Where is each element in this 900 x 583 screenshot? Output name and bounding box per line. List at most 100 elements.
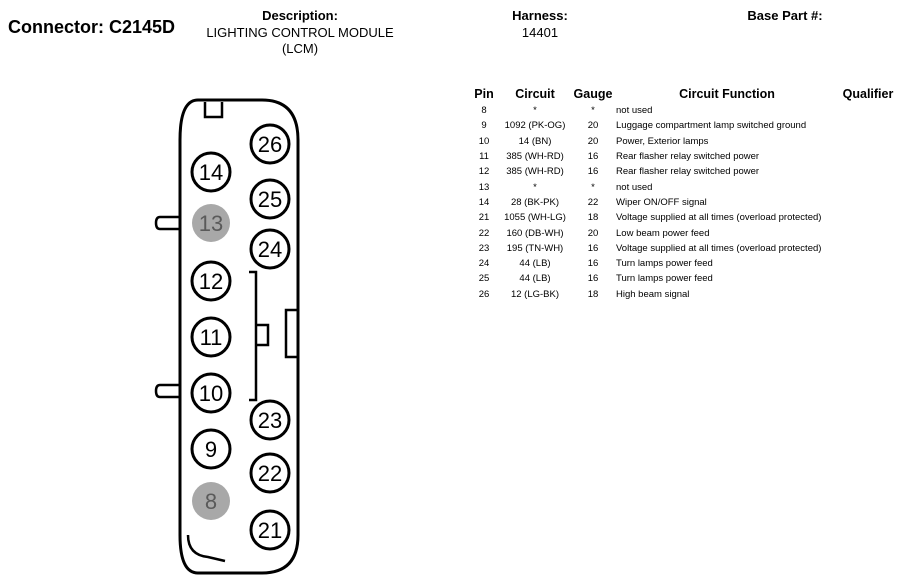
pin-cavity [190, 316, 232, 358]
column-header-circuit: Circuit [515, 87, 555, 101]
pin-cell: 11 [479, 151, 489, 163]
pinout-table: Pin Circuit Gauge Circuit Function Quali… [468, 85, 898, 302]
function-cell: not used [616, 105, 653, 117]
pin-number-label: 14 [199, 160, 223, 185]
function-cell: Turn lamps power feed [616, 273, 713, 285]
left-tab-upper [154, 215, 180, 231]
pin-number-label: 11 [200, 325, 223, 350]
function-cell: Rear flasher relay switched power [616, 151, 760, 163]
qualifier-cell [838, 256, 898, 271]
pin-cell: 12 [478, 166, 490, 178]
function-cell: Power, Exterior lamps [616, 135, 709, 147]
description-value-line2: (LCM) [281, 41, 319, 56]
pin-cavity [192, 204, 230, 242]
right-latch-rail [284, 308, 298, 359]
circuit-cell: 385 (WH-RD) [506, 166, 564, 178]
connector-pin-12: 12 [190, 260, 232, 302]
circuit-cell: 44 (LB) [519, 258, 551, 270]
center-latch-clip [256, 323, 270, 347]
qualifier-cell [838, 271, 898, 286]
connector-pin-14: 14 [190, 151, 232, 193]
pin-cavity [249, 123, 291, 165]
connector-pin-11: 11 [190, 316, 232, 358]
qualifier-cell [838, 195, 898, 210]
pin-number-label: 22 [258, 461, 282, 486]
connector-housing [178, 98, 300, 575]
pin-number-label: 10 [199, 381, 223, 406]
circuit-cell: 1055 (WH-LG) [504, 212, 566, 224]
base-part-label: Base Part #: [747, 8, 823, 23]
gauge-cell: 20 [587, 120, 599, 132]
column-header-gauge: Gauge [573, 87, 613, 101]
pin-cell: 21 [478, 212, 490, 224]
bottom-key [186, 534, 226, 563]
connector-pin-25: 25 [249, 178, 291, 220]
pin-cell: 25 [478, 273, 490, 285]
pin-number-label: 25 [258, 187, 282, 212]
connector-pin-13: 13 [192, 204, 230, 242]
qualifier-cell [838, 134, 898, 149]
qualifier-cell [838, 179, 898, 194]
pin-cell: 14 [478, 196, 490, 208]
center-latch-bracket [249, 270, 258, 402]
gauge-cell: 16 [587, 151, 599, 163]
circuit-cell: 160 (DB-WH) [506, 227, 564, 239]
pin-cell: 13 [478, 181, 490, 193]
function-cell: Rear flasher relay switched power [616, 166, 760, 178]
table-row: 24 44 (LB) 16 Turn lamps power feed [468, 256, 898, 271]
qualifier-cell [838, 164, 898, 179]
pin-number-label: 8 [205, 489, 217, 514]
table-row: 25 44 (LB) 16 Turn lamps power feed [468, 271, 898, 286]
description-value: LIGHTING CONTROL MODULE (LCM) [190, 25, 410, 57]
gauge-cell: 20 [587, 135, 599, 147]
circuit-cell: 44 (LB) [519, 273, 551, 285]
pin-cavity [190, 372, 232, 414]
gauge-cell: * [591, 105, 595, 117]
gauge-cell: 16 [587, 166, 599, 178]
function-cell: Wiper ON/OFF signal [616, 196, 707, 208]
pin-cell: 9 [481, 120, 487, 132]
qualifier-cell [838, 103, 898, 118]
connector-pin-26: 26 [249, 123, 291, 165]
column-header-pin: Pin [474, 87, 494, 101]
pin-cavity [190, 260, 232, 302]
gauge-cell: 16 [587, 258, 599, 270]
pin-cavity [249, 399, 291, 441]
pin-cavity [249, 178, 291, 220]
pin-number-label: 12 [199, 269, 223, 294]
function-cell: Turn lamps power feed [616, 258, 713, 270]
gauge-cell: 22 [587, 196, 599, 208]
connector-pin-8: 8 [192, 482, 230, 520]
qualifier-cell [838, 210, 898, 225]
pin-cell: 24 [478, 258, 490, 270]
circuit-cell: * [533, 181, 537, 193]
pin-number-label: 26 [258, 132, 282, 157]
pin-cavity [249, 509, 291, 551]
function-cell: Voltage supplied at all times (overload … [616, 242, 822, 254]
pin-cell: 8 [481, 105, 487, 117]
function-cell: Voltage supplied at all times (overload … [616, 212, 822, 224]
gauge-cell: 20 [587, 227, 599, 239]
circuit-cell: 14 (BN) [518, 135, 552, 147]
pin-number-label: 23 [258, 408, 282, 433]
gauge-cell: 16 [587, 273, 599, 285]
description-value-line1: LIGHTING CONTROL MODULE [206, 25, 394, 40]
pin-number-label: 21 [258, 518, 282, 543]
column-header-circuit-function: Circuit Function [679, 87, 775, 101]
qualifier-cell [838, 225, 898, 240]
connector-pin-23: 23 [249, 399, 291, 441]
circuit-cell: 195 (TN-WH) [506, 242, 564, 254]
table-row: 21 1055 (WH-LG) 18 Voltage supplied at all … [468, 210, 898, 225]
harness-value: 14401 [521, 25, 559, 40]
table-row: 12 385 (WH-RD) 16 Rear flasher relay switch… [468, 164, 898, 179]
function-cell: High beam signal [616, 288, 690, 300]
qualifier-cell [838, 118, 898, 133]
gauge-cell: 18 [587, 212, 599, 224]
